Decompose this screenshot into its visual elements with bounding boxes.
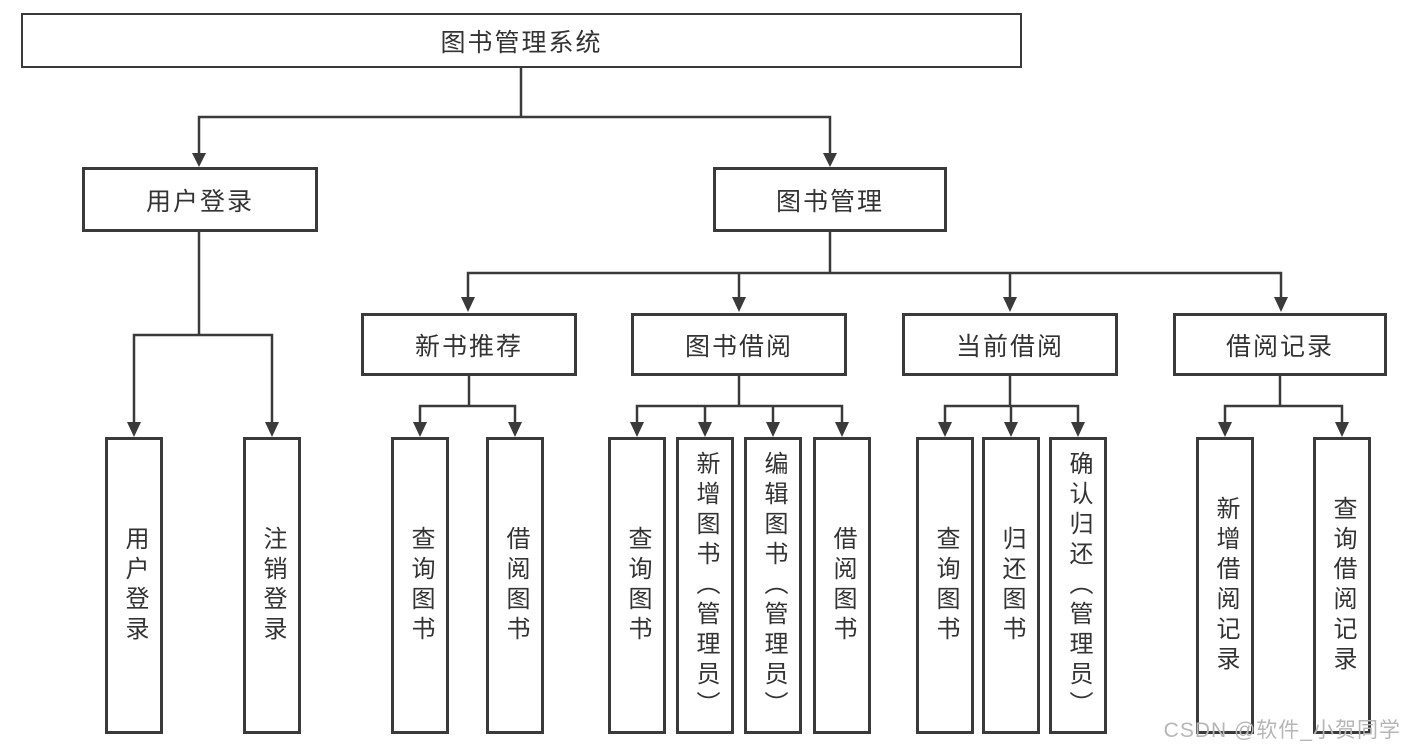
leaf-edit-books-admin: 编辑图书（管理员） bbox=[744, 437, 802, 734]
node-label: 新书推荐 bbox=[414, 332, 523, 361]
leaf-add-books-admin: 新增图书（管理员） bbox=[676, 437, 734, 734]
leaf-label: 新增借阅记录 bbox=[1212, 495, 1239, 676]
node-label: 当前借阅 bbox=[955, 332, 1064, 361]
leaf-query-books-recommend: 查询图书 bbox=[391, 437, 449, 734]
csdn-watermark: CSDN @软件_小贺同学 bbox=[1163, 719, 1401, 742]
leaf-borrow-books-borrowing: 借阅图书 bbox=[813, 437, 871, 734]
leaf-label: 用户登录 bbox=[121, 525, 148, 646]
leaf-logout: 注销登录 bbox=[243, 437, 301, 734]
leaf-return-books: 归还图书 bbox=[982, 437, 1040, 734]
leaf-label: 查询图书 bbox=[407, 525, 434, 646]
leaf-label: 借阅图书 bbox=[829, 525, 856, 646]
node-borrowing-records: 借阅记录 bbox=[1173, 313, 1387, 376]
leaf-label: 借阅图书 bbox=[502, 525, 529, 646]
leaf-label: 查询借阅记录 bbox=[1329, 495, 1356, 676]
node-book-management: 图书管理 bbox=[713, 167, 947, 232]
node-new-book-recommendation: 新书推荐 bbox=[361, 313, 577, 376]
leaf-query-borrow-record: 查询借阅记录 bbox=[1313, 437, 1371, 734]
node-label: 用户登录 bbox=[145, 187, 254, 216]
leaf-query-books-borrowing: 查询图书 bbox=[608, 437, 666, 734]
node-label: 图书借阅 bbox=[684, 332, 793, 361]
node-library-management-system: 图书管理系统 bbox=[21, 13, 1022, 68]
leaf-label: 查询图书 bbox=[624, 525, 651, 646]
node-label: 图书管理系统 bbox=[440, 28, 603, 57]
edge-level3-branch bbox=[466, 271, 1283, 299]
leaf-label: 编辑图书（管理员） bbox=[760, 450, 787, 721]
node-book-borrowing: 图书借阅 bbox=[631, 313, 847, 376]
node-user-login: 用户登录 bbox=[82, 167, 318, 232]
leaf-query-books-current: 查询图书 bbox=[916, 437, 974, 734]
edge-user-login-branch bbox=[132, 333, 274, 424]
leaf-add-borrow-record: 新增借阅记录 bbox=[1196, 437, 1254, 734]
edge-level2-branch bbox=[197, 115, 832, 154]
node-label: 图书管理 bbox=[775, 187, 884, 216]
node-current-borrowing: 当前借阅 bbox=[902, 313, 1118, 376]
leaf-label: 归还图书 bbox=[998, 525, 1025, 646]
leaf-label: 确认归还（管理员） bbox=[1065, 450, 1092, 721]
leaf-label: 查询图书 bbox=[932, 525, 959, 646]
node-label: 借阅记录 bbox=[1225, 332, 1334, 361]
leaf-confirm-return-admin: 确认归还（管理员） bbox=[1049, 437, 1107, 734]
leaf-label: 新增图书（管理员） bbox=[692, 450, 719, 721]
leaf-label: 注销登录 bbox=[259, 525, 286, 646]
arrowheads bbox=[127, 153, 1349, 437]
leaf-user-login: 用户登录 bbox=[105, 437, 163, 734]
edge-borrowing-records-branch bbox=[1223, 404, 1344, 424]
leaf-borrow-books-recommend: 借阅图书 bbox=[486, 437, 544, 734]
edge-book-borrowing-branch bbox=[635, 404, 844, 424]
edge-new-book-branch bbox=[418, 404, 517, 424]
